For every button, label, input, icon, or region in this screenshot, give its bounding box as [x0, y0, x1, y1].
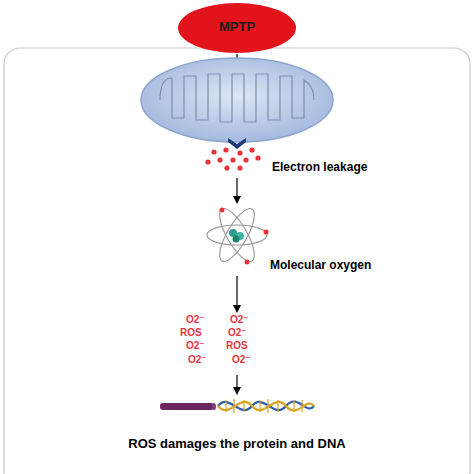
flow-arrow	[236, 276, 237, 311]
ros-label: O2⁻	[230, 314, 249, 325]
ros-label: ROS	[226, 340, 248, 351]
leakage-group: Electron leakage	[200, 145, 375, 175]
node-label: MPTP	[177, 19, 297, 34]
node-label: Molecular oxygen	[270, 258, 371, 272]
drug-ellipse: MPTP	[177, 2, 297, 54]
electron-dots	[205, 147, 260, 170]
channel-symbol	[228, 138, 246, 149]
atom-symbol	[207, 204, 269, 266]
ros-label: O2⁻	[228, 327, 247, 338]
cell-outline	[4, 48, 470, 474]
protein-dna	[160, 399, 314, 413]
node-label: ROS damages the protein and DNA	[60, 436, 414, 451]
flow-arrow	[236, 375, 237, 393]
ros-label: O2⁻	[188, 354, 207, 365]
ros-cluster: O2⁻ O2⁻ ROS O2⁻ O2⁻ ROS O2⁻ O2⁻	[178, 314, 278, 372]
ros-label: ROS	[180, 327, 202, 338]
mitochondrion	[141, 58, 333, 142]
node-label: Electron leakage	[272, 160, 367, 174]
oxygen-group: Molecular oxygen	[200, 205, 380, 273]
ros-label: O2⁻	[232, 354, 251, 365]
ros-label: O2⁻	[186, 340, 205, 351]
damage-target: ROS damages the protein and DNA	[60, 396, 414, 458]
ros-label: O2⁻	[186, 314, 205, 325]
flow-arrow	[236, 178, 237, 202]
